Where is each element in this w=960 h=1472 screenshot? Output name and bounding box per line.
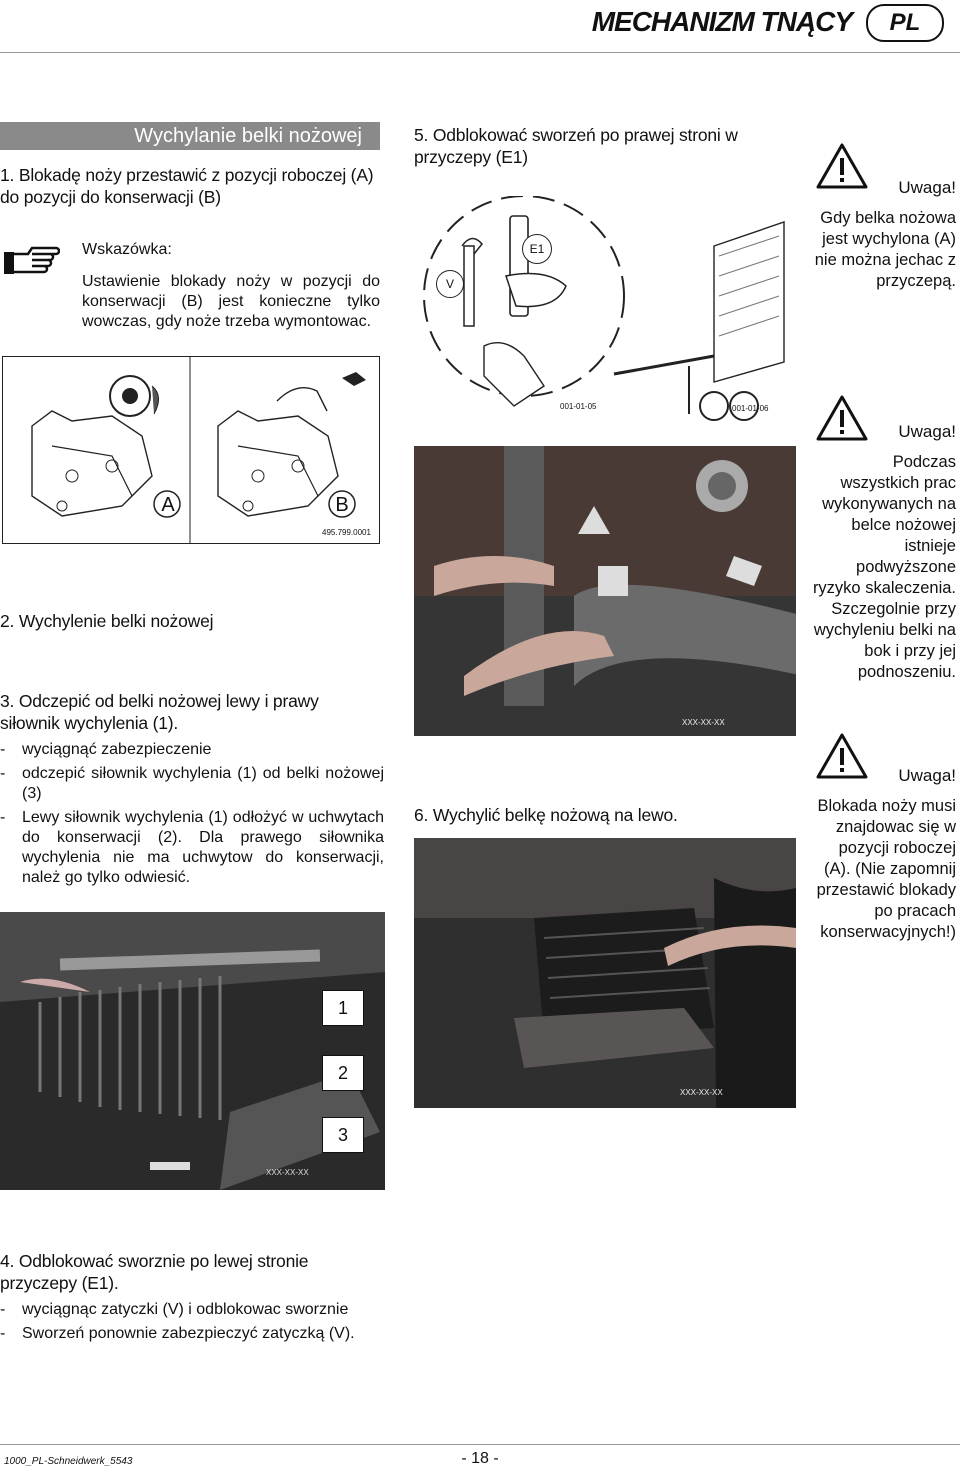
photo-tilt-cylinder: 1 2 3 XXX-XX-XX [0, 912, 385, 1190]
section-title: Wychylanie belki nożowej [0, 122, 380, 150]
step-4-heading: 4. Odblokować sworznie po lewej stronie … [0, 1251, 309, 1293]
step-3-heading: 3. Odczepić od belki nożowej lewy i praw… [0, 691, 319, 733]
callout-3: 3 [322, 1117, 364, 1153]
list-item: -odczepić siłownik wychylenia (1) od bel… [0, 765, 384, 802]
footer-divider [0, 1444, 960, 1445]
photo-code: XXX-XX-XX [266, 1168, 309, 1177]
warning-1-body: Gdy belka nożowa jest wychylona (A) nie … [814, 209, 956, 290]
warning-2-title: Uwaga! [898, 422, 956, 441]
callout-1: 1 [322, 990, 364, 1026]
warning-3-title: Uwaga! [898, 766, 956, 785]
list-item: -Sworzeń ponownie zabezpieczyć zatyczką … [0, 1325, 355, 1342]
header-divider [0, 52, 960, 53]
figure-blade-lock-positions: A B 495.799.0001 [2, 356, 380, 544]
label-v: V [436, 270, 464, 298]
warning-triangle-icon [816, 732, 868, 780]
note-label: Wskazówka: [82, 241, 172, 258]
list-item: -Lewy siłownik wychylenia (1) odłożyć w … [0, 809, 384, 886]
page-number: - 18 - [461, 1450, 499, 1467]
figure-code-left: 001-01-05 [560, 402, 597, 411]
callout-2: 2 [322, 1055, 364, 1091]
step-6-text: 6. Wychylić belkę nożową na lewo. [414, 805, 678, 825]
list-item: -wyciągnąć zabezpieczenie [0, 741, 212, 758]
step-5-heading: 5. Odblokować sworzeń po prawej stroni w… [414, 125, 738, 167]
step-1-text: 1. Blokadę noży przestawić z pozycji rob… [0, 165, 374, 207]
warning-3-body: Blokada noży musi znajdowac się w pozycj… [816, 797, 956, 941]
label-e1: E1 [522, 234, 552, 264]
photo-code: XXX-XX-XX [682, 718, 725, 727]
photo-code: XXX-XX-XX [680, 1088, 723, 1097]
warning-1-title: Uwaga! [898, 178, 956, 197]
warning-triangle-icon [816, 142, 868, 190]
photo-pin-unlock: XXX-XX-XX [414, 446, 796, 736]
photo-tilt-beam: XXX-XX-XX [414, 838, 796, 1108]
footer-doc-id: 1000_PL-Schneidwerk_5543 [4, 1456, 133, 1467]
warning-2-body: Podczas wszystkich prac wykonywanych na … [812, 453, 956, 681]
figure-code: 495.799.0001 [322, 528, 371, 537]
language-badge: PL [866, 4, 944, 42]
figure-code-right: 001-01-06 [732, 404, 769, 413]
pointing-hand-icon [2, 240, 61, 280]
note-text: Ustawienie blokady noży w pozycji do kon… [82, 273, 380, 330]
step-2-text: 2. Wychylenie belki nożowej [0, 611, 214, 631]
step-3-list: -wyciągnąć zabezpieczenie -odczepić siło… [0, 740, 384, 888]
figure-label-a: A [161, 494, 175, 516]
figure-pin-trailer: V E1 001-01-05 001-01-06 [414, 195, 799, 430]
list-item: -wyciągnąc zatyczki (V) i odblokowac swo… [0, 1301, 349, 1318]
page-header-title: MECHANIZM TNĄCY [591, 6, 853, 37]
step-4-list: -wyciągnąc zatyczki (V) i odblokowac swo… [0, 1300, 384, 1344]
figure-label-b: B [335, 494, 349, 516]
warning-triangle-icon [816, 394, 868, 442]
